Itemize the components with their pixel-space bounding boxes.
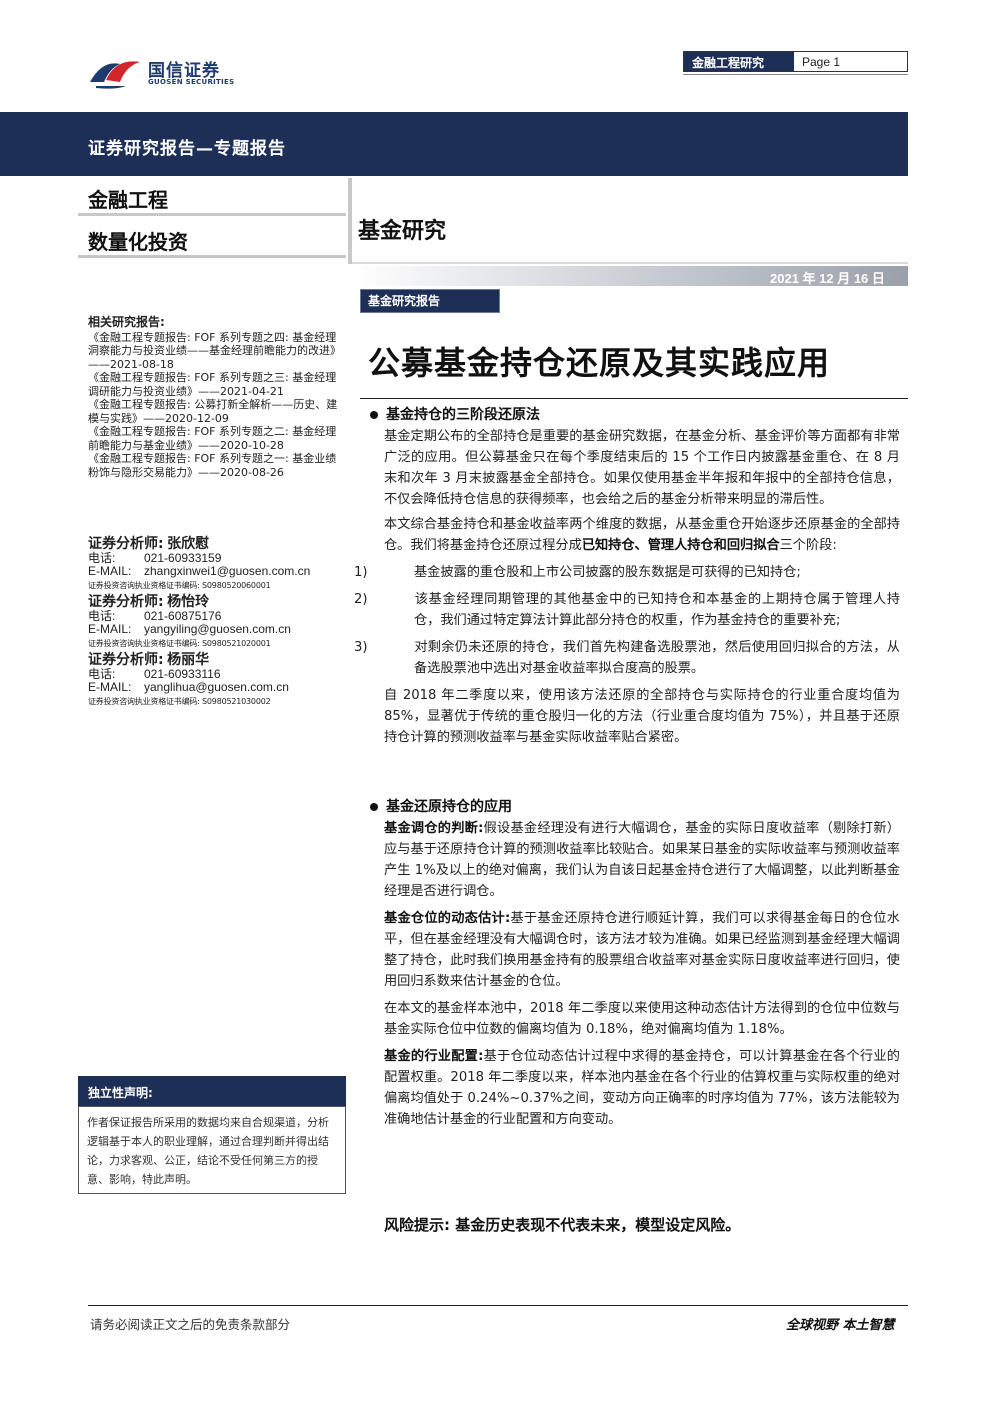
slogan: 全球视野 本土智慧 (786, 1318, 895, 1333)
list-text: 该基金经理同期管理的其他基金中的已知持仓和本基金的上期持仓属于管理人持仓，我们通… (414, 592, 900, 628)
email-label: E-MAIL: (88, 564, 132, 578)
report-tag: 基金研究报告 (368, 294, 441, 308)
category-box-1: 金融工程 (78, 178, 346, 216)
section-heading-text: 基金还原持仓的应用 (386, 799, 512, 815)
section-tag: 金融工程研究 (684, 52, 794, 71)
cert-number: 证券投资咨询执业资格证书编码: S0980521020001 (88, 638, 271, 648)
paragraph: 本文综合基金持仓和基金收益率两个维度的数据，从基金重仓开始逐步还原基金的全部持仓… (384, 514, 900, 556)
date-band (352, 266, 908, 286)
paragraph: 基金调仓的判断:假设基金经理没有进行大幅调仓，基金的实际日度收益率（剔除打新）应… (384, 818, 900, 902)
category-quant: 数量化投资 (88, 230, 188, 254)
list-item: 2) 该基金经理同期管理的其他基金中的已知持仓和本基金的上期持仓属于管理人持仓，我… (354, 589, 900, 631)
section-heading-text: 基金持仓的三阶段还原法 (386, 407, 540, 423)
title-rule (360, 398, 908, 399)
paragraph-text: 三个阶段: (779, 538, 837, 553)
related-item[interactable]: 《金融工程专题报告: FOF 系列专题之二: 基金经理前瞻能力与基金业绩》——2… (88, 425, 337, 452)
analyst-name: 张欣慰 (167, 536, 210, 552)
risk-warning: 风险提示: 基金历史表现不代表未来，模型设定风险。 (384, 1216, 741, 1234)
related-item[interactable]: 《金融工程专题报告: 公募打新全解析——历史、建模与实践》——2020-12-0… (88, 398, 338, 425)
paragraph-emphasis: 已知持仓、管理人持仓和回归拟合 (581, 538, 780, 553)
footer-rule (88, 1305, 908, 1306)
email-label: E-MAIL: (88, 622, 132, 636)
paragraph: 基金仓位的动态估计:基于基金还原持仓进行顺延计算，我们可以求得基金每日的仓位水平… (384, 908, 900, 992)
list-number: 3) (354, 640, 368, 655)
report-banner (0, 112, 908, 176)
analyst-name: 杨怡玲 (167, 594, 210, 610)
phone: 021-60933159 (144, 550, 222, 565)
related-heading: 相关研究报告: (88, 315, 165, 329)
declaration-title: 独立性声明: (88, 1086, 153, 1100)
paragraph-text: 基于仓位动态估计过程中求得的基金持仓，可以计算基金在各个行业的配置权重。2018… (384, 1049, 900, 1127)
paragraph-keyword: 基金的行业配置: (384, 1049, 484, 1064)
list-item: 3) 对剩余仍未还原的持仓，我们首先构建备选股票池，然后使用回归拟合的方法，从备选… (354, 637, 900, 679)
phone-label: 电话: (88, 666, 116, 681)
topic-underline (352, 262, 908, 264)
email-link[interactable]: yangyiling@guosen.com.cn (144, 622, 291, 636)
phone-label: 电话: (88, 608, 116, 623)
phone: 021-60933116 (144, 666, 221, 681)
analyst-label: 证券分析师: (88, 652, 164, 668)
cert-number: 证券投资咨询执业资格证书编码: S0980521030002 (88, 696, 271, 706)
page-indicator: 金融工程研究 Page 1 (683, 51, 908, 72)
paragraph-keyword: 基金仓位的动态估计: (384, 911, 511, 926)
analyst-label: 证券分析师: (88, 536, 164, 552)
header-divider (683, 74, 908, 75)
paragraph: 基金定期公布的全部持仓是重要的基金研究数据，在基金分析、基金评价等方面都有非常广… (384, 429, 900, 507)
analyst-card: 证券分析师: 杨丽华 电话: 021-60933116 E-MAIL: yangli… (88, 652, 343, 708)
paragraph: 自 2018 年二季度以来，使用该方法还原的全部持仓与实际持仓的行业重合度均值为… (384, 688, 900, 745)
analyst-card: 证券分析师: 张欣慰 电话: 021-60933159 E-MAIL: zhangx… (88, 536, 343, 592)
related-reports: 相关研究报告: 《金融工程专题报告: FOF 系列专题之四: 基金经理洞察能力与… (88, 315, 343, 479)
section-heading: 基金还原持仓的应用 (370, 796, 512, 816)
paragraph-text: 基于基金还原持仓进行顺延计算，我们可以求得基金每日的仓位水平，但在基金经理没有大… (384, 911, 900, 989)
bullet-icon (370, 411, 378, 419)
paragraph-keyword: 基金调仓的判断: (384, 821, 484, 836)
section1-body: 基金定期公布的全部持仓是重要的基金研究数据，在基金分析、基金评价等方面都有非常广… (354, 426, 900, 748)
page-number: Page 1 (802, 55, 841, 69)
related-item[interactable]: 《金融工程专题报告: FOF 系列专题之一: 基金业绩粉饰与隐形交易能力》——2… (88, 452, 337, 479)
list-number: 1) (354, 565, 368, 580)
report-tag-box (360, 289, 500, 313)
topic: 基金研究 (358, 219, 447, 244)
paragraph-text: 假设基金经理没有进行大幅调仓，基金的实际日度收益率（剔除打新）应与基于还原持仓计… (384, 821, 900, 899)
cert-number: 证券投资咨询执业资格证书编码: S0980520060001 (88, 580, 271, 590)
paragraph-text: 本文综合基金持仓和基金收益率两个维度的数据，从基金重仓开始逐步还原基金的全部持仓… (384, 517, 900, 553)
list-item: 1) 基金披露的重仓股和上市公司披露的股东数据是可获得的已知持仓; (354, 562, 900, 583)
declaration-header: 独立性声明: (78, 1076, 346, 1106)
page-title: 公募基金持仓还原及其实践应用 (368, 344, 831, 382)
list-number: 2) (354, 592, 368, 607)
disclaimer-note[interactable]: 请务必阅读正文之后的免责条款部分 (90, 1317, 291, 1332)
analyst-card: 证券分析师: 杨怡玲 电话: 021-60875176 E-MAIL: yangyi… (88, 594, 343, 650)
analyst-label: 证券分析师: (88, 594, 164, 610)
logo-name-en: GUOSEN SECURITIES (148, 78, 235, 86)
list-text: 对剩余仍未还原的持仓，我们首先构建备选股票池，然后使用回归拟合的方法，从备选股票… (414, 640, 900, 676)
paragraph: 基金的行业配置:基于仓位动态估计过程中求得的基金持仓，可以计算基金在各个行业的配… (384, 1046, 900, 1130)
related-item[interactable]: 《金融工程专题报告: FOF 系列专题之三: 基金经理调研能力与投资业绩》——2… (88, 371, 337, 398)
phone: 021-60875176 (144, 608, 222, 623)
email-label: E-MAIL: (88, 680, 132, 694)
analyst-name: 杨丽华 (167, 652, 210, 668)
logo-name: 国信证券 (148, 61, 220, 81)
bullet-icon (370, 803, 378, 811)
section2-body: 基金调仓的判断:假设基金经理没有进行大幅调仓，基金的实际日度收益率（剔除打新）应… (384, 818, 900, 1130)
email-link[interactable]: yanglihua@guosen.com.cn (144, 680, 289, 694)
category-finance-eng: 金融工程 (88, 188, 168, 212)
related-item[interactable]: 《金融工程专题报告: FOF 系列专题之四: 基金经理洞察能力与投资业绩——基金… (88, 330, 341, 371)
section-heading: 基金持仓的三阶段还原法 (370, 404, 540, 424)
report-date: 2021 年 12 月 16 日 (770, 271, 885, 286)
declaration-body: 作者保证报告所采用的数据均来自合规渠道，分析逻辑基于本人的职业理解，通过合理判断… (78, 1106, 346, 1194)
phone-label: 电话: (88, 550, 116, 565)
list-text: 基金披露的重仓股和上市公司披露的股东数据是可获得的已知持仓; (414, 565, 801, 580)
guosen-logo-icon (90, 61, 140, 89)
category-box-2: 数量化投资 (78, 220, 346, 258)
paragraph: 在本文的基金样本池中，2018 年二季度以来使用这种动态估计方法得到的仓位中位数… (384, 1001, 900, 1037)
banner-divider (348, 178, 352, 264)
report-type: 证券研究报告—专题报告 (88, 139, 286, 159)
email-link[interactable]: zhangxinwei1@guosen.com.cn (144, 564, 311, 578)
